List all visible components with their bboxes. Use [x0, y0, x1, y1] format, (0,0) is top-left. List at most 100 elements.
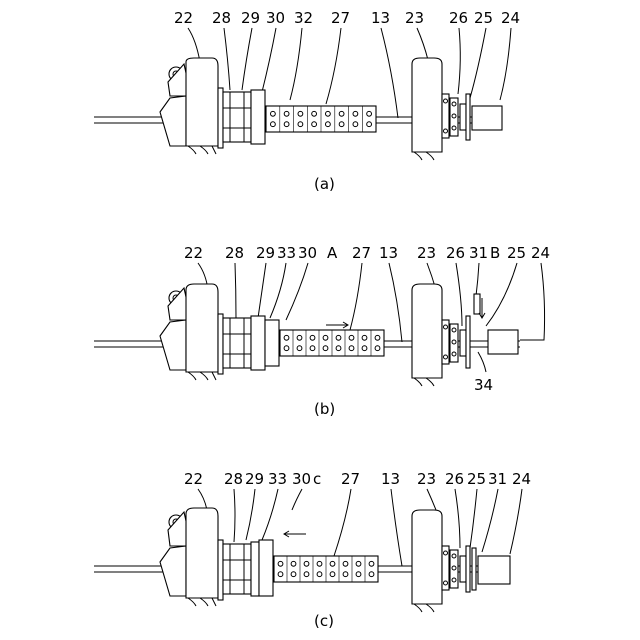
label-26: 26 — [446, 244, 465, 262]
drive-unit-a — [450, 94, 502, 140]
label-13: 13 — [379, 244, 398, 262]
label-27: 27 — [341, 470, 360, 488]
bar-hole — [323, 335, 328, 340]
label-31: 31 — [488, 470, 507, 488]
label-24: 24 — [501, 9, 520, 27]
bar-hole — [343, 572, 348, 577]
label-30: 30 — [266, 9, 285, 27]
bar-hole — [291, 572, 296, 577]
left-bracket-22 — [160, 58, 218, 154]
perforated-bar-c — [274, 556, 378, 582]
label-29: 29 — [245, 470, 264, 488]
label-22: 22 — [174, 9, 193, 27]
right-bracket-23 — [412, 510, 449, 612]
bar-hole — [312, 122, 317, 127]
label-23: 23 — [417, 244, 436, 262]
label-32: 32 — [294, 9, 313, 27]
right-bracket-23 — [412, 58, 449, 160]
label-27: 27 — [331, 9, 350, 27]
label-22: 22 — [184, 244, 203, 262]
clamp-assembly-b — [218, 314, 279, 374]
bar-hole — [326, 122, 331, 127]
bar-hole — [317, 572, 322, 577]
bar-hole — [369, 561, 374, 566]
perforated-bar-a — [266, 106, 376, 132]
bar-hole — [323, 346, 328, 351]
bar-hole — [304, 561, 309, 566]
bar-hole — [369, 572, 374, 577]
bar-hole — [367, 122, 372, 127]
bar-hole — [353, 122, 358, 127]
bar-hole — [375, 335, 380, 340]
bar-hole — [326, 111, 331, 116]
label-31: 31 — [469, 244, 488, 262]
bar-hole — [271, 111, 276, 116]
clamp-assembly-a — [218, 88, 265, 148]
bar-hole — [356, 561, 361, 566]
label-33: 33 — [268, 470, 287, 488]
label-28: 28 — [212, 9, 231, 27]
bar-hole — [278, 572, 283, 577]
arrow-c — [284, 531, 306, 537]
bar-hole — [284, 111, 289, 116]
bar-hole — [362, 346, 367, 351]
label-25: 25 — [467, 470, 486, 488]
label-33: 33 — [277, 244, 296, 262]
bar-hole — [317, 561, 322, 566]
bar-hole — [336, 346, 341, 351]
bar-hole — [310, 346, 315, 351]
bar-hole — [353, 111, 358, 116]
bar-hole — [278, 561, 283, 566]
label-c: c — [313, 470, 321, 488]
label-24: 24 — [531, 244, 550, 262]
bar-hole — [298, 111, 303, 116]
bar-hole — [336, 335, 341, 340]
drive-unit-b — [450, 294, 518, 368]
label-28: 28 — [225, 244, 244, 262]
bar-hole — [330, 572, 335, 577]
caption-b: (b) — [314, 400, 335, 418]
label-25: 25 — [507, 244, 526, 262]
bar-hole — [310, 335, 315, 340]
label-23: 23 — [417, 470, 436, 488]
label-34: 34 — [474, 376, 493, 394]
label-A: A — [327, 244, 338, 262]
drive-unit-c — [450, 546, 510, 592]
bar-hole — [297, 335, 302, 340]
bar-hole — [356, 572, 361, 577]
label-26: 26 — [445, 470, 464, 488]
label-13: 13 — [381, 470, 400, 488]
bar-hole — [367, 111, 372, 116]
label-28: 28 — [224, 470, 243, 488]
label-22: 22 — [184, 470, 203, 488]
label-26: 26 — [449, 9, 468, 27]
panel-a: 22 28 29 30 32 27 13 23 26 25 24 — [94, 9, 520, 193]
label-23: 23 — [405, 9, 424, 27]
bar-hole — [349, 335, 354, 340]
bar-hole — [284, 335, 289, 340]
perforated-bar-b — [280, 330, 384, 356]
bar-hole — [284, 122, 289, 127]
bar-hole — [339, 122, 344, 127]
bar-hole — [362, 335, 367, 340]
bar-hole — [298, 122, 303, 127]
bar-hole — [339, 111, 344, 116]
clamp-assembly-c — [218, 540, 273, 600]
arrow-A — [326, 322, 348, 328]
label-B: B — [490, 244, 500, 262]
label-25: 25 — [474, 9, 493, 27]
label-27: 27 — [352, 244, 371, 262]
bar-hole — [297, 346, 302, 351]
bar-hole — [375, 346, 380, 351]
bar-hole — [304, 572, 309, 577]
bar-hole — [284, 346, 289, 351]
left-bracket-22 — [160, 284, 218, 380]
caption-a: (a) — [314, 175, 335, 193]
left-bracket-22 — [160, 508, 218, 606]
label-29: 29 — [256, 244, 275, 262]
label-13: 13 — [371, 9, 390, 27]
bar-hole — [291, 561, 296, 566]
label-29: 29 — [241, 9, 260, 27]
bar-hole — [349, 346, 354, 351]
